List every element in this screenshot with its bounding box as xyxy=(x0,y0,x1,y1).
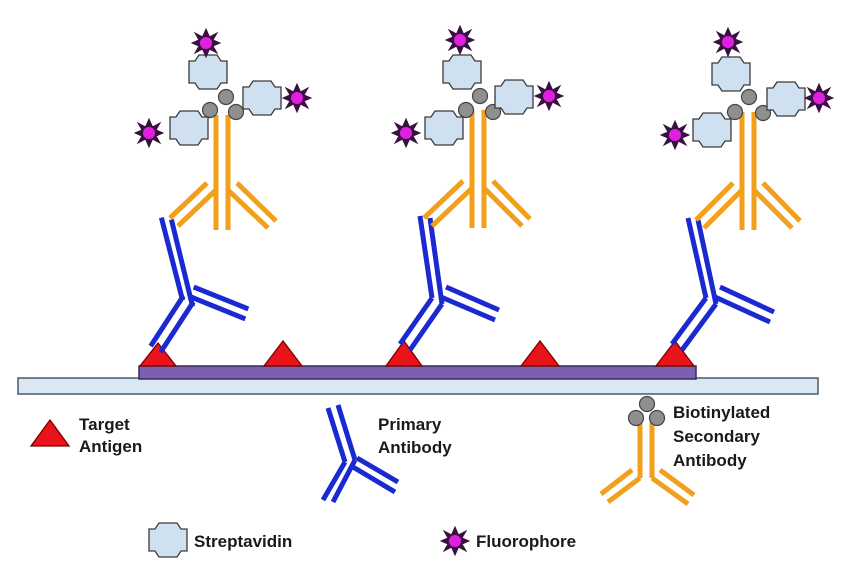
complex-1 xyxy=(134,28,312,354)
antigen-1 xyxy=(138,341,178,367)
legend-fluorophore-icon xyxy=(440,526,470,556)
legend-antigen-icon xyxy=(29,418,71,447)
legend-antigen-label-2: Antigen xyxy=(79,437,142,456)
legend-primary-label-2: Antibody xyxy=(378,438,452,457)
antigen-5 xyxy=(654,339,696,367)
legend-secondary-label-3: Antibody xyxy=(673,451,747,470)
secondary-antibody-1 xyxy=(168,115,278,230)
secondary-antibody-3 xyxy=(694,112,802,230)
legend-antigen-label-1: Target xyxy=(79,415,130,434)
antigen-4 xyxy=(519,339,561,367)
legend-secondary-antibody-icon xyxy=(599,395,696,507)
complex-3 xyxy=(660,27,834,352)
legend-secondary-label-2: Secondary xyxy=(673,427,760,446)
primary-antibody-1 xyxy=(148,216,250,354)
legend-streptavidin-icon xyxy=(148,522,188,558)
secondary-antibody-2 xyxy=(422,110,532,228)
antigen-3 xyxy=(384,339,424,367)
legend-primary-label-1: Primary xyxy=(378,415,442,434)
antigen-2 xyxy=(262,339,304,367)
primary-antibody-3 xyxy=(669,217,776,352)
complex-2 xyxy=(391,25,564,352)
coating-layer xyxy=(138,365,697,380)
substrate-slide xyxy=(17,377,819,395)
legend-fluorophore-label: Fluorophore xyxy=(476,532,576,551)
legend-secondary-label-1: Biotinylated xyxy=(673,403,770,422)
legend-primary-antibody-icon xyxy=(320,404,400,504)
primary-antibody-2 xyxy=(397,215,500,352)
legend-streptavidin-label: Streptavidin xyxy=(194,532,292,551)
